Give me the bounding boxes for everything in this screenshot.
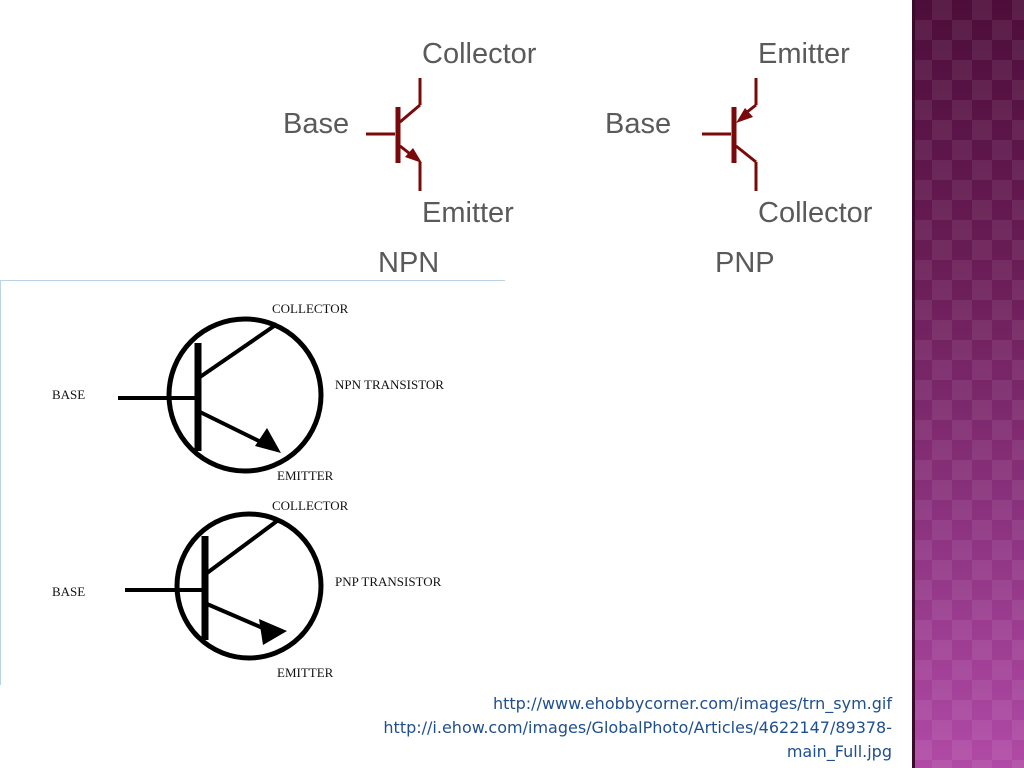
reference-link-2-continued[interactable]: main_Full.jpg bbox=[786, 742, 892, 761]
npn-collector-label: Collector bbox=[422, 38, 537, 70]
pnp-circuit-collector: COLLECTOR bbox=[272, 498, 349, 513]
reference-links: http://www.ehobbycorner.com/images/trn_s… bbox=[272, 692, 892, 764]
pnp-collector-label: Collector bbox=[758, 197, 873, 229]
npn-circuit-emitter: EMITTER bbox=[277, 468, 334, 483]
reference-link-1[interactable]: http://www.ehobbycorner.com/images/trn_s… bbox=[492, 694, 892, 713]
pnp-base-label: Base bbox=[605, 108, 672, 140]
npn-emitter-label: Emitter bbox=[422, 197, 514, 229]
pnp-emitter-label: Emitter bbox=[758, 38, 850, 70]
transistor-image: COLLECTOR BASE NPN TRANSISTOR EMITTER CO… bbox=[0, 280, 505, 685]
reference-link-2[interactable]: http://i.ehow.com/images/GlobalPhoto/Art… bbox=[383, 718, 892, 737]
npn-circuit-collector: COLLECTOR bbox=[272, 301, 349, 316]
npn-type-label: NPN bbox=[378, 247, 440, 279]
sidebar-pattern bbox=[912, 0, 1024, 768]
npn-base-label: Base bbox=[283, 108, 350, 140]
pnp-circuit-emitter: EMITTER bbox=[277, 665, 334, 680]
schematic-symbols bbox=[366, 78, 758, 191]
sidebar-edge bbox=[912, 0, 915, 768]
npn-circuit-name: NPN TRANSISTOR bbox=[335, 377, 444, 392]
pnp-circuit-name: PNP TRANSISTOR bbox=[335, 574, 442, 589]
circled-symbols bbox=[118, 316, 324, 661]
npn-symbol bbox=[366, 78, 422, 191]
pnp-type-label: PNP bbox=[715, 247, 775, 279]
npn-circuit-base: BASE bbox=[52, 387, 86, 402]
slide: Collector Base Emitter NPN Emitter Base … bbox=[0, 38, 892, 764]
pnp-circle-symbol bbox=[125, 511, 324, 661]
npn-circle-symbol bbox=[118, 316, 324, 474]
decorative-sidebar bbox=[912, 0, 1024, 768]
pnp-symbol bbox=[702, 78, 758, 191]
pnp-circuit-base: BASE bbox=[52, 584, 86, 599]
